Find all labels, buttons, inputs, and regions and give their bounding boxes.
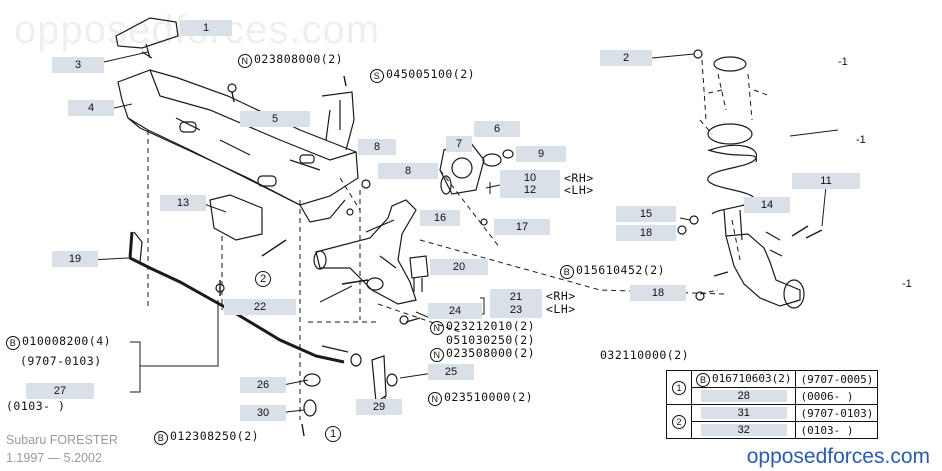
callout-25: 25 [428,364,474,380]
callout-1: 1 [180,20,232,36]
callout-20: 20 [430,259,488,275]
callout-27: 27 [26,383,94,399]
callout-15: 15 [616,206,676,222]
callout-3: 3 [52,57,104,73]
group-1-cell: 1 [666,370,692,405]
n-marker: N [238,54,252,68]
callout-18a: 18 [616,225,676,241]
table-cell: (0103- ) [795,421,879,439]
callout-5: 5 [240,111,310,127]
lower-arm [315,199,417,305]
rh-label-21: <RH> [546,289,576,303]
lh-label-12: <LH> [564,183,594,197]
table-row: 32 (0103- ) [667,421,879,439]
table-cell: 28 [690,387,797,405]
table-cell: 32 [690,421,797,439]
ref-1-marker: 1 [325,426,341,442]
range-0103: (0103- ) [6,399,66,413]
callout-24: 24 [428,303,482,319]
steering-knuckle [725,233,801,307]
callout-18b: 18 [630,285,686,301]
part-051030250: 051030250(2) [446,333,536,347]
callout-19: 19 [52,251,98,267]
table-cell: (9707-0103) [795,404,879,422]
model-caption: Subaru FORESTER [6,433,118,447]
callout-13: 13 [160,195,206,211]
callout-23: 23 [490,302,542,318]
callout-29: 29 [356,399,402,415]
s-marker: S [370,69,384,83]
callout-14: 14 [744,197,790,213]
callout-8a: 8 [358,139,396,155]
b-marker: B [696,372,710,387]
rh-label-10: <RH> [564,171,594,185]
note-minus-one-low: -1 [902,278,912,290]
callout-4: 4 [68,100,114,116]
callout-8b: 8 [378,163,438,179]
b-marker: B [560,265,574,279]
callout-22: 22 [224,299,296,315]
callout-9: 9 [516,146,566,162]
b-marker: B [6,336,20,350]
callout-16: 16 [420,210,460,226]
range-9707-0103: (9707-0103) [20,354,102,368]
group-2-marker: 2 [672,415,686,429]
callout-6: 6 [474,121,520,137]
n-marker: N [430,321,444,335]
group-1-marker: 1 [672,381,686,395]
table-row: 28 (0006- ) [667,387,879,405]
callout-17: 17 [494,219,550,235]
callout-26: 26 [240,377,286,393]
group-2-cell: 2 [666,404,692,439]
ref-2-marker: 2 [255,271,271,287]
n-marker: N [430,348,444,362]
table-cell: 31 [690,404,797,422]
part-032110000: 032110000(2) [600,348,690,362]
bracket-top [115,17,179,49]
years-caption: 1.1997 — 5.2002 [6,451,102,465]
callout-30: 30 [240,405,286,421]
callout-7: 7 [446,136,472,152]
b-marker: B [154,431,168,445]
table-row: 2 31 (9707-0103) [666,404,879,439]
note-minus-one-mid: -1 [856,134,866,146]
table-cell: (9707-0005) [795,370,879,388]
callout-12: 12 [500,182,560,198]
callout-21: 21 [490,289,542,305]
callout-2: 2 [600,50,652,66]
callout-11: 11 [792,173,860,189]
n-marker: N [428,392,442,406]
note-minus-one-top: -1 [838,56,848,68]
lh-label-23: <LH> [546,302,576,316]
brand-link[interactable]: opposedforces.com [746,445,930,468]
table-cell: (0006- ) [795,387,879,405]
